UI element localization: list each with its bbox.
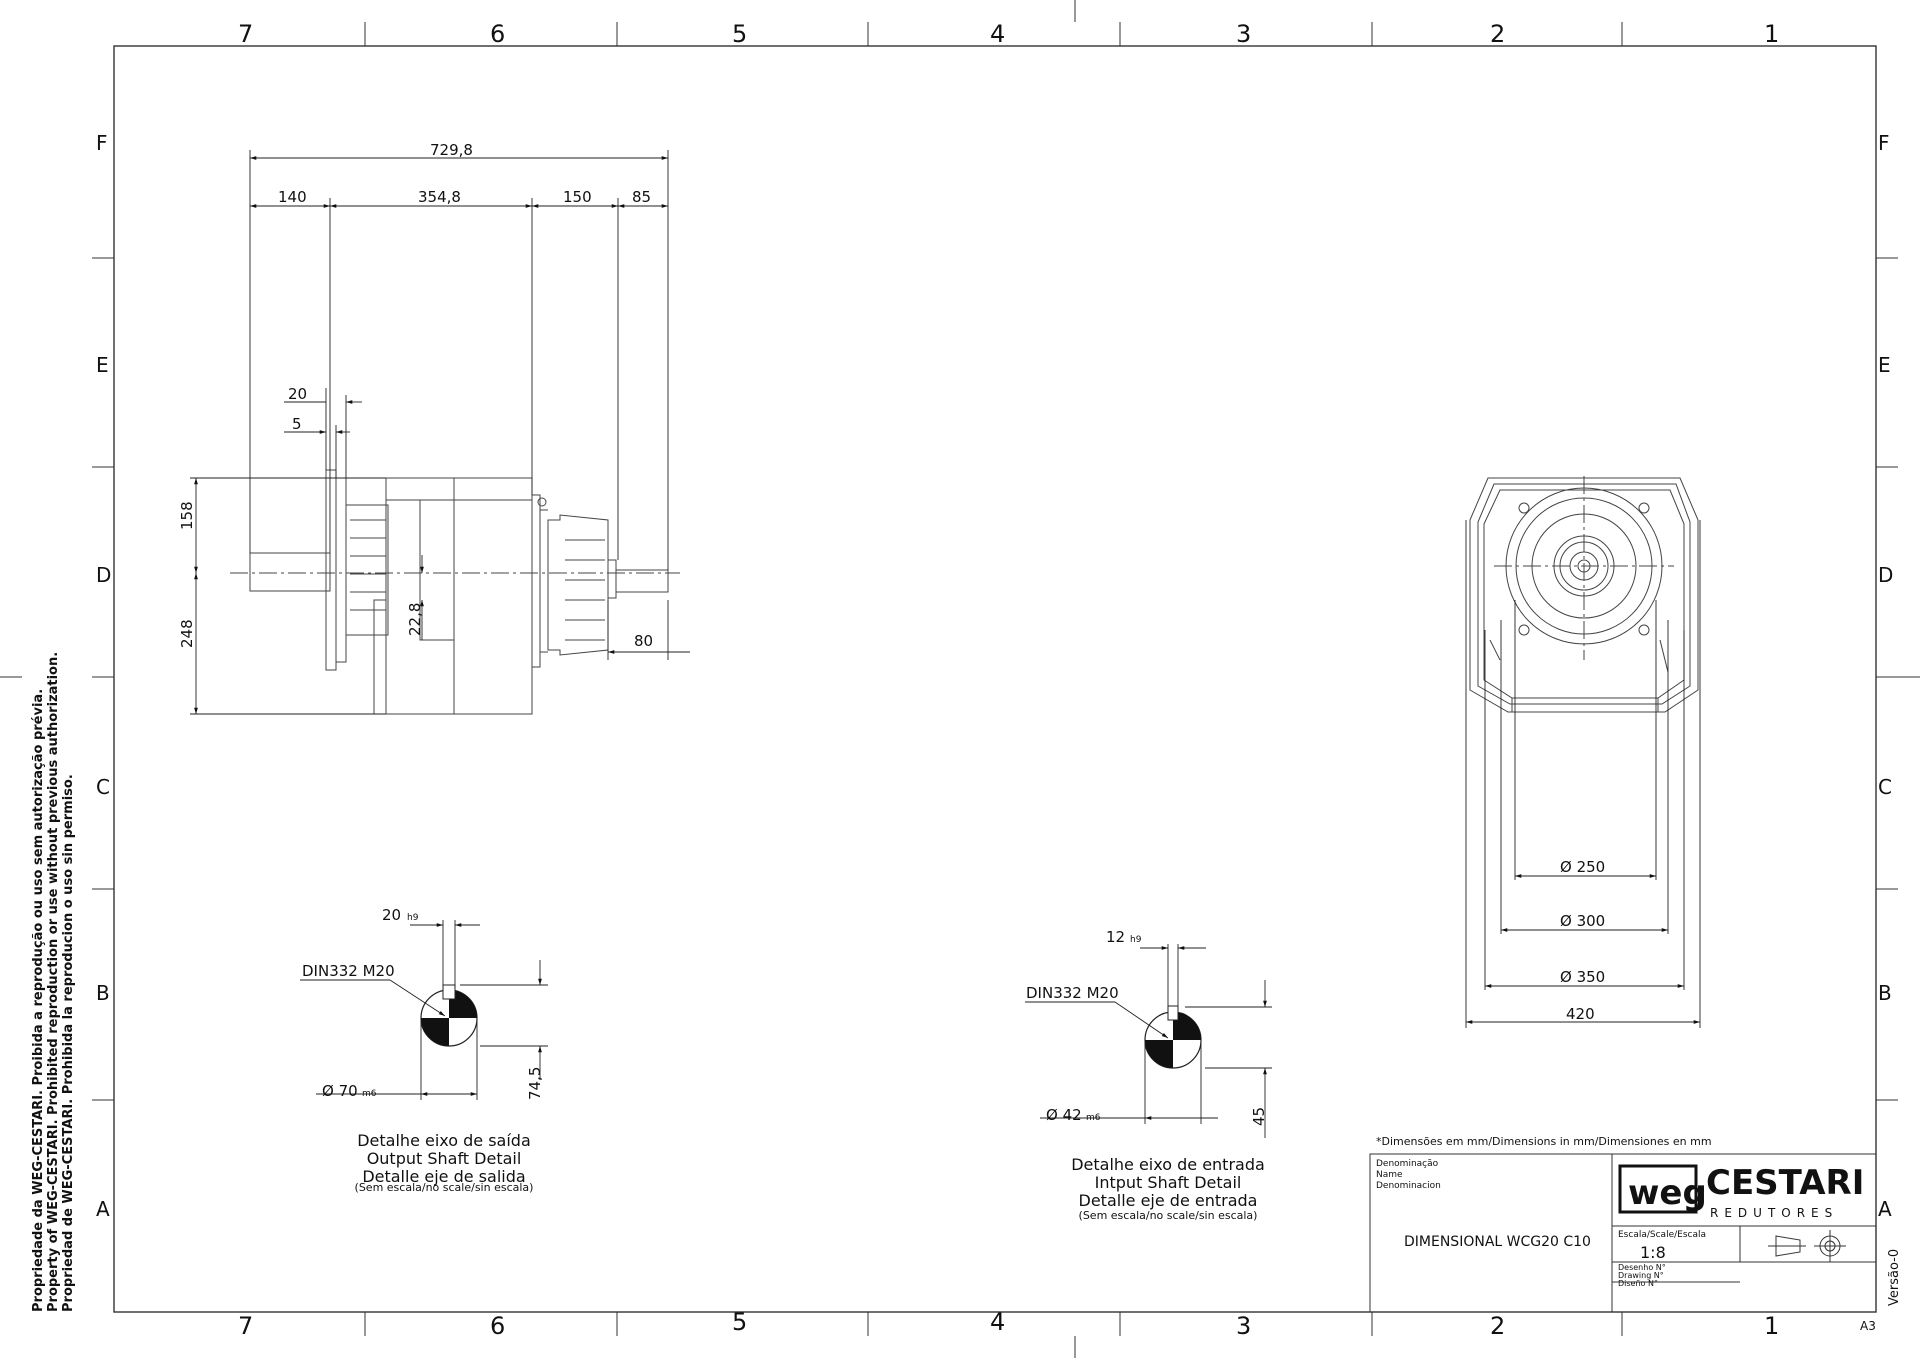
row-label: C	[96, 775, 110, 799]
title-block: Denominação Name Denominacion DIMENSIONA…	[1369, 1153, 1902, 1333]
col-label: 6	[490, 1312, 505, 1340]
input-caption-scale: (Sem escala/no scale/sin escala)	[1079, 1209, 1258, 1222]
col-label: 6	[490, 20, 505, 48]
dim-flange-20: 20	[288, 385, 307, 403]
row-label: B	[1878, 981, 1892, 1005]
col-label: 7	[238, 20, 253, 48]
drawing-number-en: Drawing N°	[1618, 1271, 1664, 1280]
input-shaft-height: 45	[1250, 1107, 1268, 1126]
dim-body-length: 354,8	[418, 188, 461, 206]
row-label: C	[1878, 775, 1892, 799]
output-center-thread: DIN332 M20	[302, 962, 395, 980]
dim-adapter-length: 150	[563, 188, 592, 206]
input-key-width: 12	[1106, 928, 1125, 946]
input-caption-es: Detalle eje de entrada	[1079, 1191, 1258, 1210]
row-label: E	[1878, 353, 1891, 377]
row-label: D	[1878, 563, 1893, 587]
row-label: F	[96, 131, 108, 155]
output-key-tolerance: h9	[407, 913, 419, 923]
copyright-notice: Propriedade da WEG-CESTARI. Proibida a r…	[31, 652, 76, 1312]
output-diameter: Ø 70	[322, 1082, 358, 1100]
denomination-label-pt: Denominação	[1376, 1159, 1439, 1169]
dim-height-158: 158	[178, 501, 196, 530]
sheet-size: A3	[1860, 1319, 1876, 1333]
logo-weg: weg	[1628, 1173, 1707, 1213]
col-label: 4	[990, 20, 1005, 48]
dim-offset-22-8: 22,8	[406, 603, 424, 636]
drawing-number-pt: Desenho N°	[1618, 1263, 1666, 1272]
row-label: A	[96, 1197, 110, 1221]
dim-diameter-300: Ø 300	[1560, 912, 1605, 930]
front-view: Ø 250 Ø 300 Ø 350 420	[1465, 476, 1701, 1028]
dim-diameter-350: Ø 350	[1560, 968, 1605, 986]
dim-height-248: 248	[178, 619, 196, 648]
output-caption-es: Detalle eje de salida	[362, 1167, 525, 1186]
row-label: E	[96, 353, 109, 377]
output-shaft-height: 74,5	[526, 1067, 544, 1100]
input-diameter-tolerance: m6	[1086, 1113, 1101, 1123]
input-caption-en: Intput Shaft Detail	[1095, 1173, 1242, 1192]
denomination-label-es: Denominacion	[1376, 1181, 1441, 1191]
dim-width-420: 420	[1566, 1005, 1595, 1023]
copyright-pt: Propriedade da WEG-CESTARI. Proibida a r…	[31, 689, 46, 1312]
col-label: 1	[1764, 1312, 1779, 1340]
dim-diameter-250: Ø 250	[1560, 858, 1605, 876]
drawing-title: DIMENSIONAL WCG20 C10	[1404, 1234, 1591, 1250]
dim-overall-length: 729,8	[430, 141, 473, 159]
row-label: B	[96, 981, 110, 1005]
row-label: F	[1878, 131, 1890, 155]
col-label: 4	[990, 1308, 1005, 1336]
copyright-en: Property of WEG-CESTARI. Prohibited repr…	[46, 652, 61, 1312]
copyright-es: Propriedad de WEG-CESTARI. Prohibida la …	[61, 774, 76, 1312]
side-view: 729,8 140 354,8 150 85 20 5 158 248 22,8…	[178, 141, 690, 715]
col-label: 3	[1236, 1312, 1251, 1340]
version-label: Versão-0	[1887, 1249, 1902, 1306]
col-label: 3	[1236, 20, 1251, 48]
scale-label: Escala/Scale/Escala	[1618, 1230, 1706, 1240]
col-label: 1	[1764, 20, 1779, 48]
units-note: *Dimensões em mm/Dimensions in mm/Dimens…	[1376, 1135, 1712, 1148]
scale-value: 1:8	[1640, 1243, 1666, 1262]
col-label: 5	[732, 1308, 747, 1336]
col-label: 2	[1490, 1312, 1505, 1340]
output-key-width: 20	[382, 906, 401, 924]
dim-output-shaft-length: 140	[278, 188, 307, 206]
output-caption-scale: (Sem escala/no scale/sin escala)	[355, 1181, 534, 1194]
dim-input-80: 80	[634, 632, 653, 650]
output-diameter-tolerance: m6	[362, 1089, 377, 1099]
output-caption-pt: Detalhe eixo de saída	[357, 1131, 531, 1150]
drawing-number-es: Diseño N°	[1618, 1279, 1658, 1288]
weg-cestari-logo: weg CESTARI REDUTORES	[1618, 1163, 1864, 1220]
output-caption-en: Output Shaft Detail	[367, 1149, 522, 1168]
input-center-thread: DIN332 M20	[1026, 984, 1119, 1002]
input-diameter: Ø 42	[1046, 1106, 1082, 1124]
input-caption-pt: Detalhe eixo de entrada	[1071, 1155, 1265, 1174]
col-label: 5	[732, 20, 747, 48]
logo-redutores: REDUTORES	[1710, 1206, 1838, 1220]
row-label: D	[96, 563, 111, 587]
dim-flange-5: 5	[292, 415, 302, 433]
logo-cestari: CESTARI	[1706, 1163, 1864, 1203]
col-label: 7	[238, 1312, 253, 1340]
dim-input-shaft-length: 85	[632, 188, 651, 206]
col-label: 2	[1490, 20, 1505, 48]
row-label: A	[1878, 1197, 1892, 1221]
input-key-tolerance: h9	[1130, 935, 1142, 945]
input-shaft-detail: 12 h9 DIN332 M20 Ø 42 m6 45 Detalhe eixo…	[1025, 928, 1272, 1222]
projection-symbol-icon	[1768, 1230, 1846, 1262]
output-shaft-detail: 20 h9 DIN332 M20 Ø 70 m6 74,5 Detalhe ei…	[300, 906, 548, 1194]
denomination-label-en: Name	[1376, 1170, 1403, 1180]
frame-labels: 7 6 5 4 3 2 1 7 6 5 4 3 2 1 F E D C B A …	[96, 20, 1893, 1340]
